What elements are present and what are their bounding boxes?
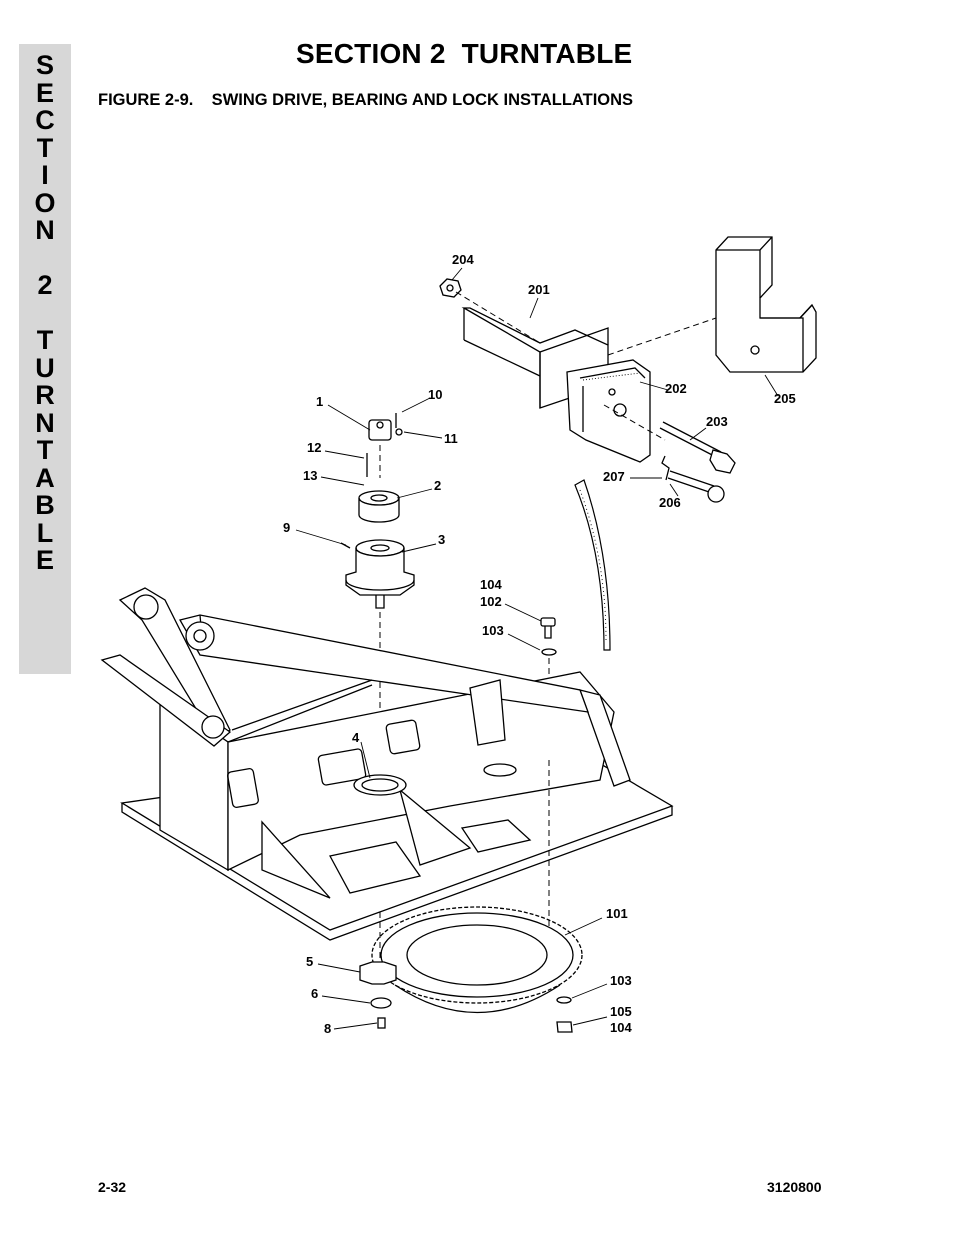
boom-arm <box>179 614 589 713</box>
side-tab-letters: S E C T I O N 2 T U R N T A B L E <box>19 50 71 575</box>
side-tab-letter: T <box>36 325 54 355</box>
lock-plate-part-202 <box>566 359 651 463</box>
side-tab-letter: L <box>36 517 54 548</box>
callout-101: 101 <box>606 906 628 921</box>
callout-3: 3 <box>438 532 445 547</box>
side-tab-letter: I <box>41 160 49 190</box>
section-title: SECTION 2 TURNTABLE <box>296 38 633 69</box>
gearbox-part-3 <box>345 547 415 596</box>
washer-part-6 <box>370 997 392 1009</box>
callout-104-lower: 104 <box>610 1020 632 1035</box>
callout-labels: 1 10 11 12 13 2 9 3 104 102 103 4 101 5 … <box>283 252 796 1036</box>
callout-1: 1 <box>316 394 323 409</box>
callout-205: 205 <box>774 391 796 406</box>
callout-103-lower: 103 <box>610 973 632 988</box>
side-tab-letter: 2 <box>37 270 53 300</box>
nut-part-204 <box>439 278 462 298</box>
callout-202: 202 <box>665 381 687 396</box>
side-tab-letter: N <box>35 407 55 438</box>
bolt-part-203 <box>659 421 736 474</box>
callout-102: 102 <box>480 594 502 609</box>
callout-103-upper: 103 <box>482 623 504 638</box>
callout-203: 203 <box>706 414 728 429</box>
swing-bearing-part-101 <box>371 906 583 1014</box>
callout-104-upper: 104 <box>480 577 502 592</box>
side-tab-letter: R <box>35 380 55 410</box>
pin-part-206 <box>667 470 725 503</box>
callout-8: 8 <box>324 1021 331 1036</box>
side-tab-letter: C <box>35 105 55 135</box>
document-number: 3120800 <box>767 1179 822 1195</box>
callout-206: 206 <box>659 495 681 510</box>
callout-6: 6 <box>311 986 318 1001</box>
lock-block-part-205 <box>715 236 817 373</box>
callout-105: 105 <box>610 1004 632 1019</box>
side-tab-letter: E <box>35 77 54 108</box>
page-number: 2-32 <box>98 1179 127 1195</box>
side-tab-letter: O <box>34 187 56 218</box>
callout-12: 12 <box>307 440 321 455</box>
side-tab-letter: S <box>35 50 54 80</box>
side-tab-letter: T <box>36 435 54 465</box>
callout-4: 4 <box>352 730 360 745</box>
bolt-part-8 <box>377 1017 386 1029</box>
callout-201: 201 <box>528 282 550 297</box>
side-tab-letter: T <box>36 132 54 163</box>
side-tab-letter: N <box>35 215 55 245</box>
leader-lines <box>295 267 779 1030</box>
brake-part-2 <box>358 497 400 523</box>
callout-5: 5 <box>306 954 313 969</box>
break-line <box>574 479 611 651</box>
callout-9: 9 <box>283 520 290 535</box>
callout-10: 10 <box>428 387 442 402</box>
pinion-assembly <box>359 961 397 1029</box>
callout-2: 2 <box>434 478 441 493</box>
callout-207: 207 <box>603 469 625 484</box>
hydraulic-motor-part-1 <box>368 419 392 441</box>
figure-title: FIGURE 2-9. SWING DRIVE, BEARING AND LOC… <box>98 91 634 109</box>
turntable-frame <box>100 587 674 941</box>
clip-part-207 <box>661 455 670 481</box>
side-tab-letter: B <box>35 490 55 520</box>
callout-204: 204 <box>452 252 474 267</box>
section-side-tab: S E C T I O N 2 T U R N T A B L E <box>19 44 71 674</box>
callout-11: 11 <box>444 431 458 446</box>
pinion-part-5 <box>359 961 397 985</box>
side-tab-letter: U <box>35 352 55 383</box>
washer-nut-lower <box>556 996 573 1033</box>
lock-assembly <box>439 236 817 503</box>
side-tab-letter: A <box>35 462 55 493</box>
side-tab-letter: E <box>35 545 54 575</box>
callout-13: 13 <box>303 468 317 483</box>
